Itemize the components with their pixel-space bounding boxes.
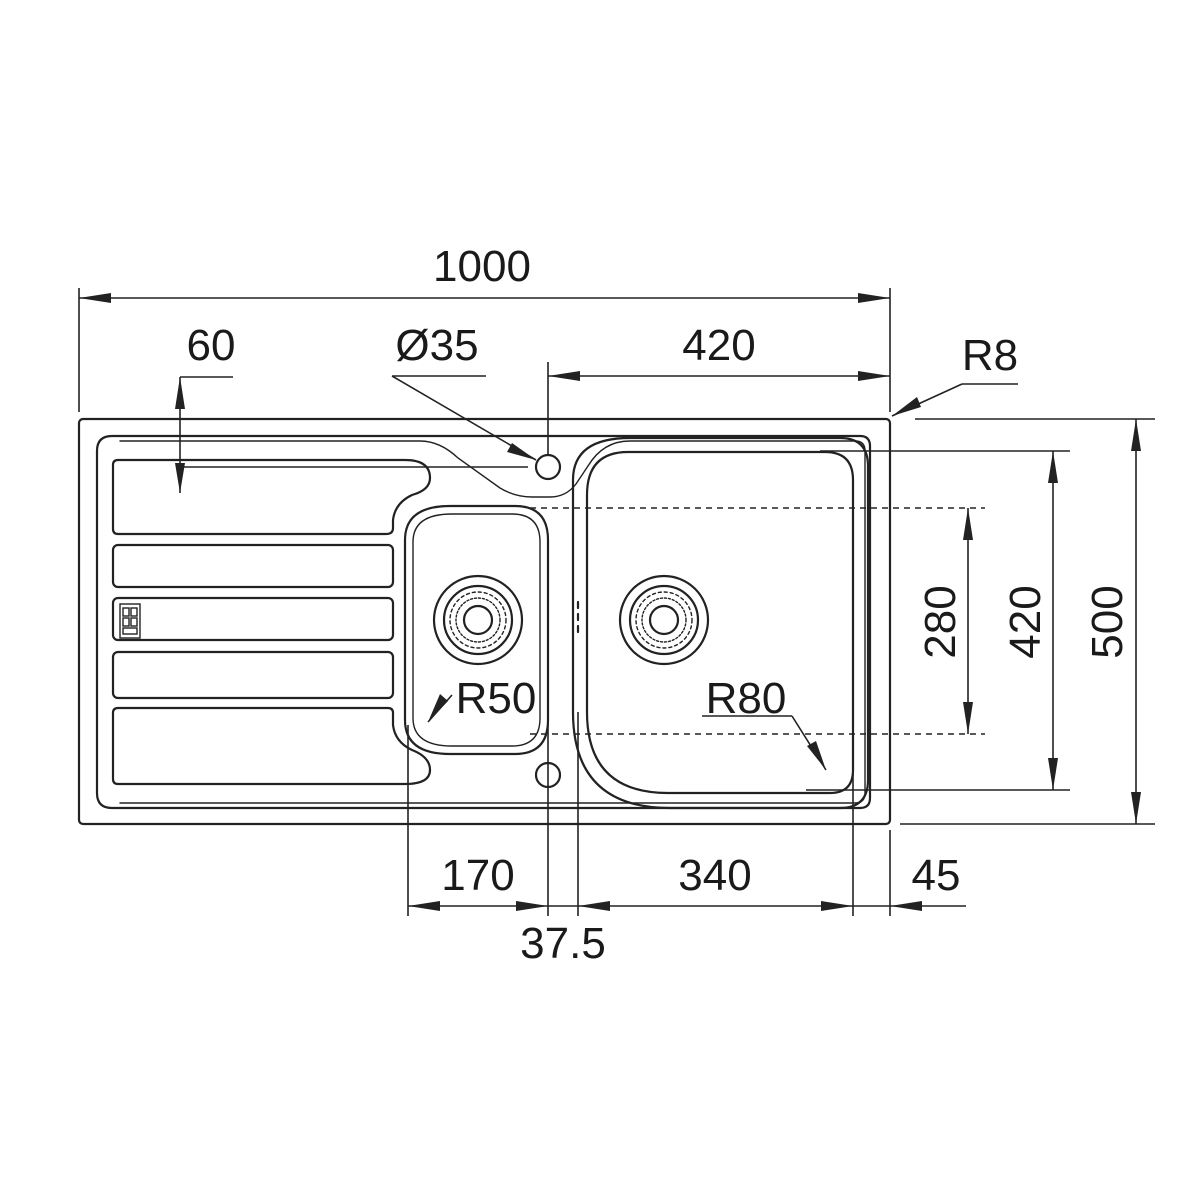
dimension-main-bowl-radius: R80 (702, 674, 827, 771)
drainer-rib-2 (111, 543, 395, 589)
sink-inner-rim-2 (119, 440, 866, 804)
tap-hole-label: Ø35 (395, 321, 478, 370)
drainer-rib-1 (111, 458, 432, 536)
main-bowl (571, 436, 870, 810)
drainer-rib-4 (111, 650, 395, 700)
dimension-small-bowl-radius: R50 (427, 674, 537, 723)
bowl-depth-inner-label: 280 (916, 585, 965, 658)
drainer-offset-label: 60 (187, 321, 236, 370)
dimension-bottom-chain: 170 340 45 37.5 (407, 712, 966, 968)
main-bowl-outline (571, 436, 870, 810)
dimension-bowl-offset: 420 (547, 321, 890, 455)
dimension-bowl-depth: 420 (806, 450, 1070, 791)
sink-body (77, 417, 892, 826)
divider-width-label: 37.5 (520, 919, 606, 968)
drainer-rib-5 (111, 706, 432, 786)
main-bowl-inner (585, 450, 855, 795)
right-rim-label: 45 (912, 851, 961, 900)
dimension-corner-radius: R8 (891, 331, 1018, 417)
drainer-rib-3 (111, 596, 395, 642)
overall-width-label: 1000 (433, 242, 531, 291)
dimension-overall-depth: 500 (900, 418, 1155, 825)
small-bowl (403, 504, 550, 756)
drainer (111, 458, 432, 786)
dimension-bowl-depth-inner: 280 (916, 508, 973, 734)
dimension-tap-hole: Ø35 (391, 321, 537, 461)
main-bowl-drain-icon (618, 574, 710, 666)
sink-inner-rim (95, 434, 872, 810)
dimension-drainer-offset: 60 (175, 321, 528, 493)
overall-depth-label: 500 (1083, 585, 1132, 658)
small-bowl-inner (412, 513, 541, 747)
bowl-depth-label: 420 (1001, 585, 1050, 658)
main-bowl-width-label: 340 (678, 851, 751, 900)
corner-radius-label: R8 (962, 331, 1018, 380)
small-bowl-drain-icon (432, 574, 524, 666)
dimension-overall-width: 1000 (78, 242, 891, 412)
brand-logo-icon (119, 603, 141, 639)
sink-outer-edge (77, 417, 892, 826)
small-bowl-radius-label: R50 (456, 674, 537, 723)
bowl-offset-label: 420 (682, 321, 755, 370)
small-bowl-outline (403, 504, 550, 756)
small-bowl-width-label: 170 (441, 851, 514, 900)
tap-hole-icon (534, 453, 562, 481)
main-bowl-radius-label: R80 (706, 674, 787, 723)
